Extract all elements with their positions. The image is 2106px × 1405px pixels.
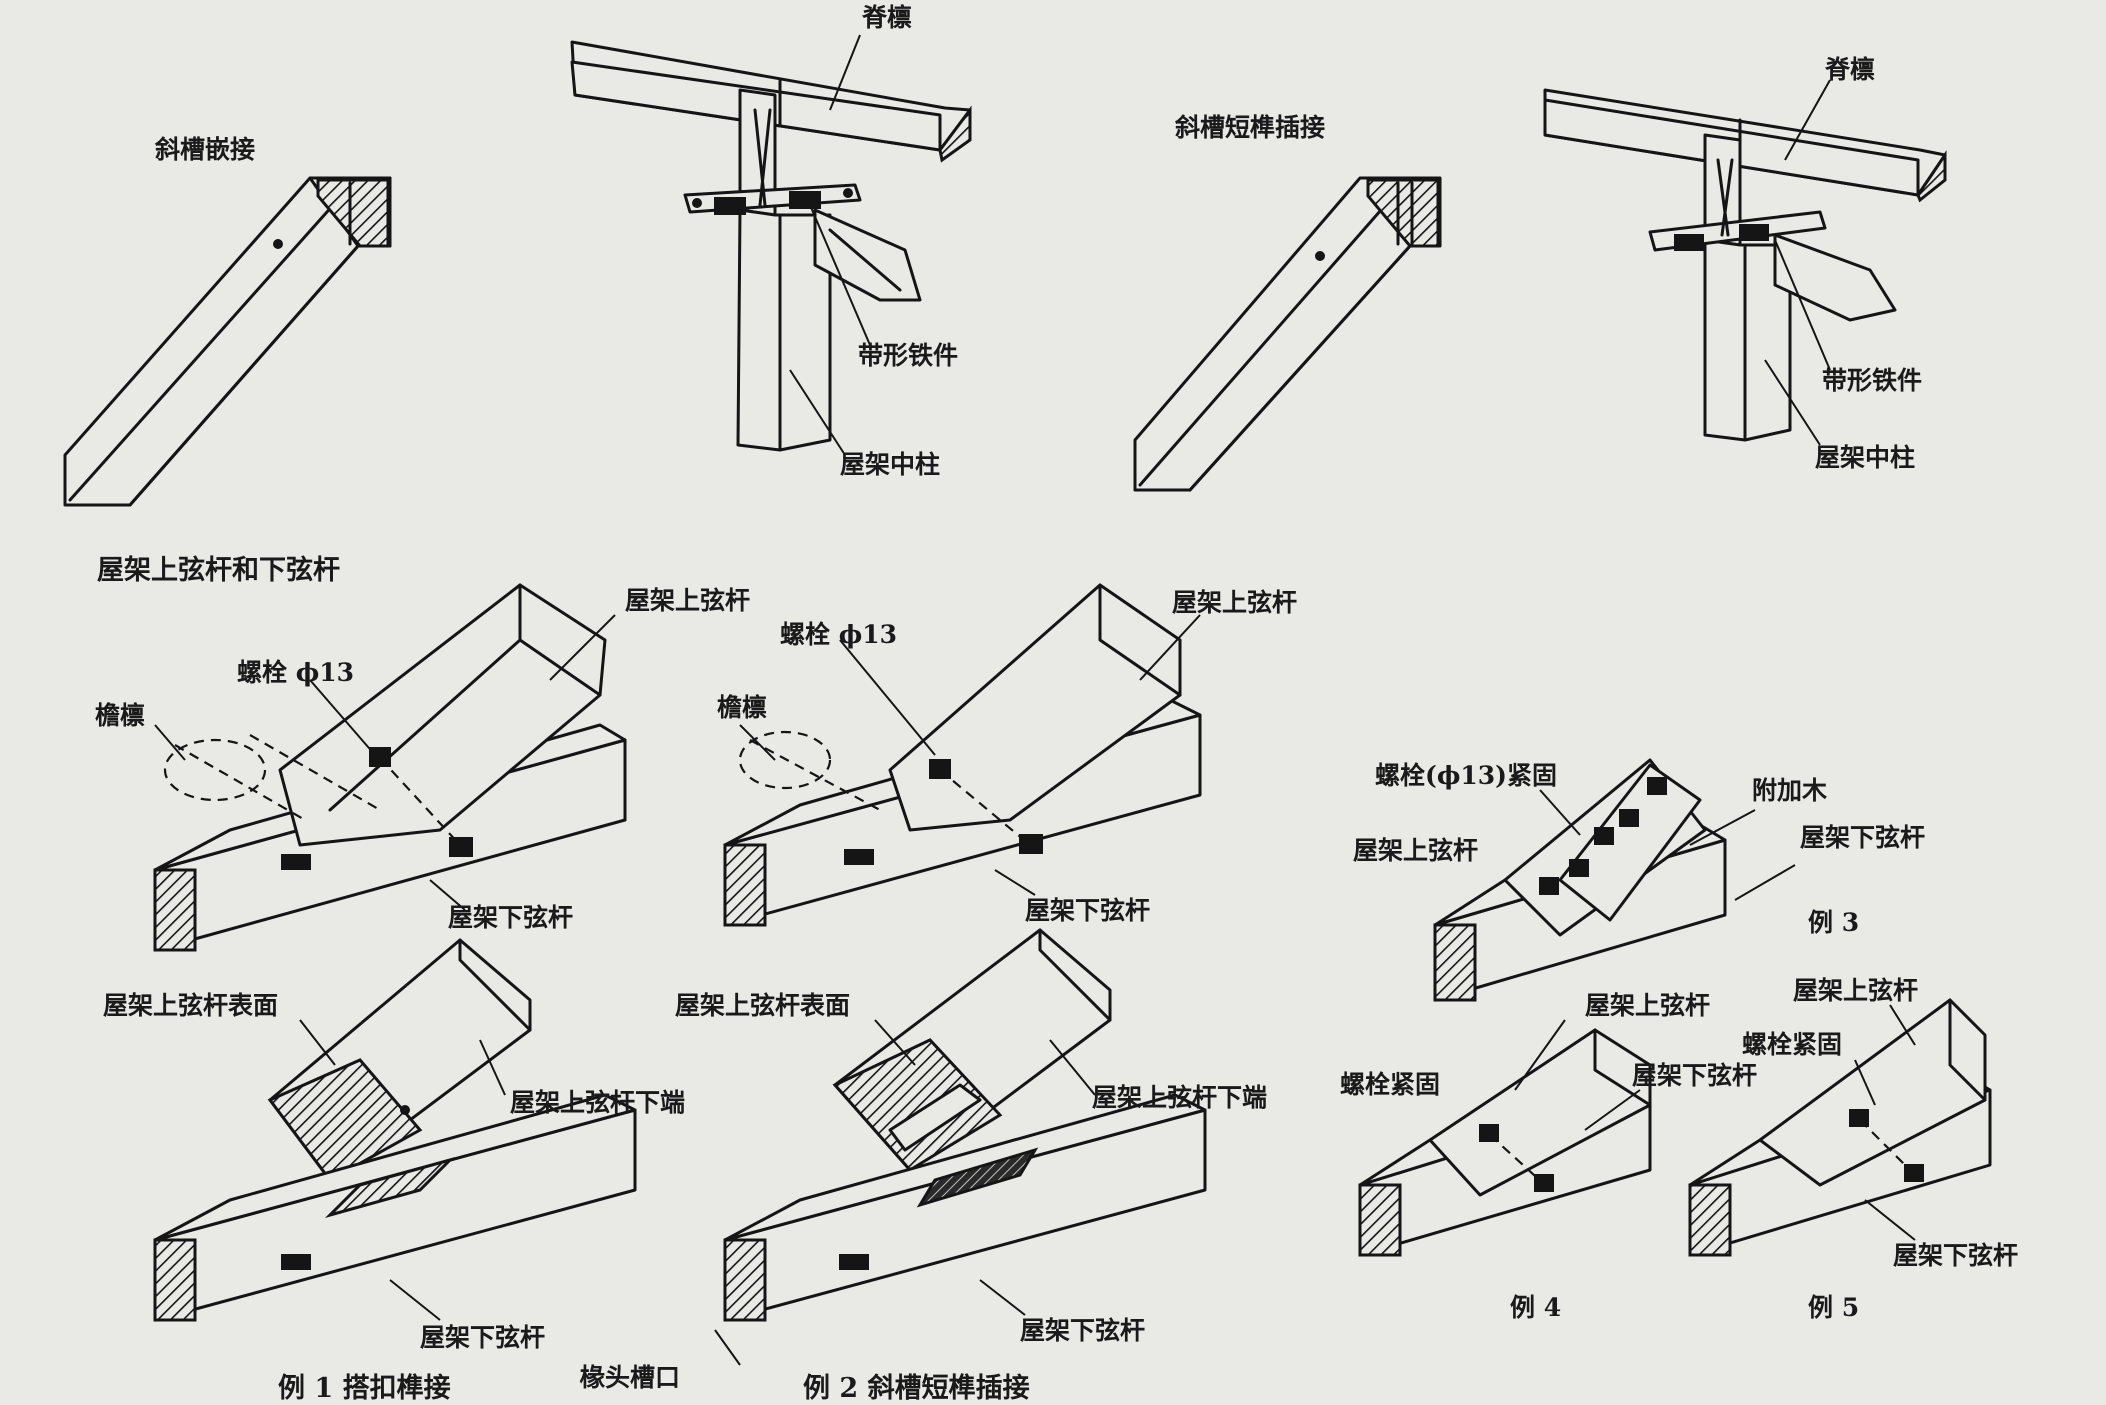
example1-lower-joint: [153, 938, 637, 1322]
example1-upper-joint: [153, 583, 627, 952]
label-top-surface-ex2: 屋架上弦杆表面: [675, 991, 851, 1020]
caption-ex5: 例 5: [1808, 1293, 1860, 1322]
example4-joint: [1358, 1028, 1652, 1257]
label-extra-wood: 附加木: [1752, 776, 1828, 805]
example2-upper-joint: [723, 583, 1202, 927]
diag-groove-member-2: [1133, 176, 1442, 492]
ridge-king-post-2: [1543, 88, 1947, 442]
caption-ex3: 例 3: [1808, 908, 1860, 937]
label-diag-groove-tenon: 斜槽短榫插接: [1175, 113, 1326, 142]
label-strap-iron-1: 带形铁件: [858, 341, 959, 370]
label-top-chord-ex2: 屋架上弦杆: [1172, 588, 1298, 617]
label-top-chord-ex4: 屋架上弦杆: [1585, 991, 1711, 1020]
label-bolt-ex5: 螺栓紧固: [1742, 1030, 1843, 1059]
label-bolt-ex4: 螺栓紧固: [1340, 1070, 1441, 1099]
label-eave-purlin-ex2: 檐檩: [717, 693, 768, 722]
diag-groove-member-1: [63, 176, 392, 507]
example2-lower-joint: [723, 928, 1207, 1322]
label-top-lower-end-ex1: 屋架上弦杆下端: [510, 1088, 686, 1117]
label-eave-purlin-ex1: 檐檩: [95, 701, 146, 730]
label-top-surface-ex1: 屋架上弦杆表面: [103, 991, 279, 1020]
label-top-chord-ex5: 屋架上弦杆: [1793, 976, 1919, 1005]
label-top-chord-ex3: 屋架上弦杆: [1353, 836, 1479, 865]
label-ridge-purlin-2: 脊檩: [1825, 55, 1876, 84]
label-diag-groove-joint: 斜槽嵌接: [155, 135, 256, 164]
leader-lines: [154, 34, 1916, 1366]
label-bolt-ex2: 螺栓 ϕ13: [780, 620, 898, 649]
caption-ex4: 例 4: [1510, 1293, 1562, 1322]
caption-ex1: 例 1 搭扣榫接: [278, 1373, 451, 1404]
label-king-post-2: 屋架中柱: [1815, 443, 1916, 472]
label-bolt-ex1: 螺栓 ϕ13: [237, 658, 355, 687]
label-king-post-1: 屋架中柱: [840, 450, 941, 479]
label-rafter-slot: 椽头槽口: [580, 1363, 681, 1392]
example3-joint: [1433, 758, 1727, 1002]
caption-ex2: 例 2 斜槽短榫插接: [803, 1373, 1030, 1404]
label-bottom-chord-ex3: 屋架下弦杆: [1800, 823, 1926, 852]
label-bottom-chord-ex2b: 屋架下弦杆: [1020, 1316, 1146, 1345]
label-bottom-chord-ex1a: 屋架下弦杆: [448, 903, 574, 932]
label-bottom-chord-ex2a: 屋架下弦杆: [1025, 896, 1151, 925]
label-bottom-chord-ex5: 屋架下弦杆: [1893, 1241, 2019, 1270]
label-bolt-ex3: 螺栓(ϕ13)紧固: [1375, 761, 1557, 790]
label-top-lower-end-ex2: 屋架上弦杆下端: [1092, 1083, 1268, 1112]
label-strap-iron-2: 带形铁件: [1822, 366, 1923, 395]
label-bottom-chord-ex1b: 屋架下弦杆: [420, 1323, 546, 1352]
label-top-chord-ex1: 屋架上弦杆: [625, 586, 751, 615]
section-title: 屋架上弦杆和下弦杆: [97, 555, 340, 586]
label-ridge-purlin-1: 脊檩: [862, 3, 913, 32]
ridge-king-post-1: [570, 40, 972, 452]
label-bottom-chord-ex4: 屋架下弦杆: [1632, 1061, 1758, 1090]
example5-joint: [1688, 998, 1992, 1257]
